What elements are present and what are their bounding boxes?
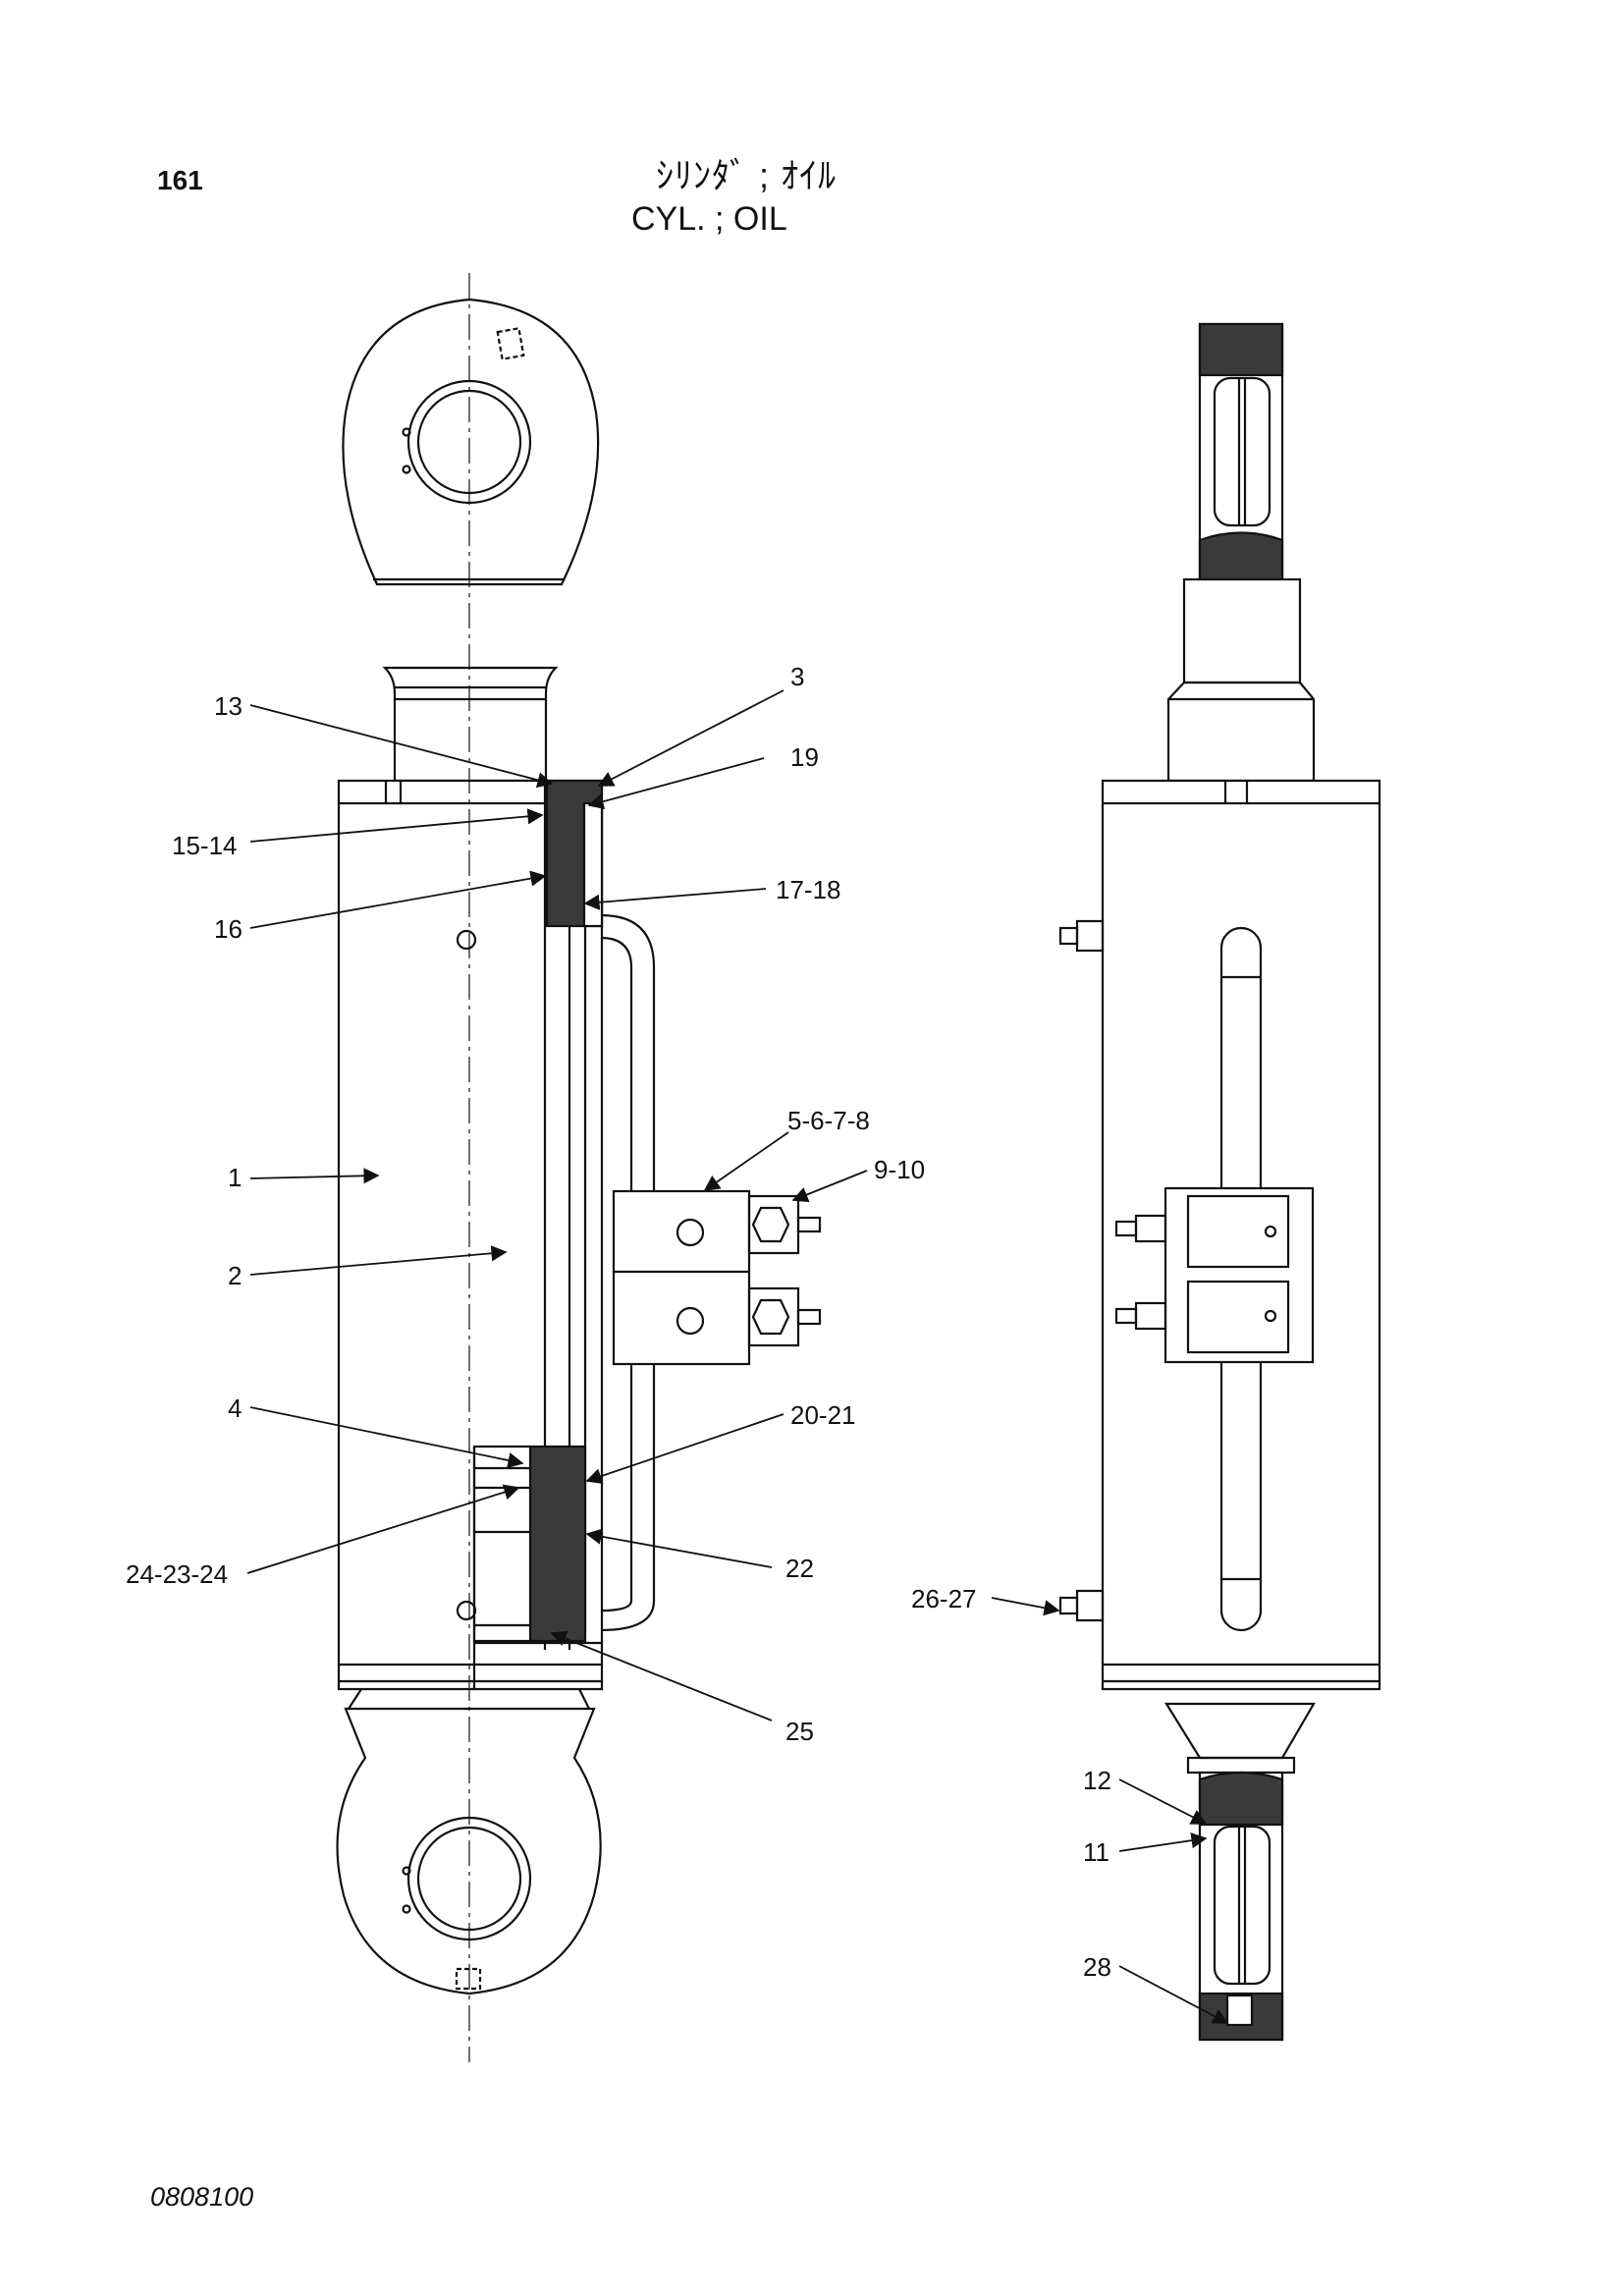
leader-13	[249, 704, 554, 789]
leader-3	[597, 689, 784, 787]
leader-4	[249, 1406, 524, 1468]
leader-1	[249, 1168, 380, 1184]
callout-28: 28	[1083, 1952, 1111, 1982]
leader-9-10	[791, 1170, 868, 1203]
callout-5-6-7-8: 5-6-7-8	[787, 1106, 870, 1135]
callout-16: 16	[214, 914, 243, 944]
leader-22	[585, 1528, 773, 1568]
callout-17-18: 17-18	[776, 875, 841, 904]
title-english: CYL. ; OIL	[631, 200, 787, 238]
piston-section	[528, 1445, 587, 1643]
callout-4: 4	[228, 1394, 242, 1423]
title-japanese: ｼﾘﾝﾀﾞ ; ｵｲﾙ	[656, 155, 838, 195]
leader-11	[1118, 1832, 1208, 1852]
valve-block	[612, 1189, 751, 1366]
callout-15-14: 15-14	[172, 831, 238, 860]
callout-3: 3	[790, 662, 804, 691]
leader-19	[587, 757, 765, 810]
callout-1: 1	[228, 1163, 242, 1192]
leader-12	[1118, 1778, 1208, 1825]
leader-lines	[246, 689, 1229, 2024]
callout-11: 11	[1083, 1837, 1109, 1867]
leader-15-14	[249, 808, 544, 843]
callout-25: 25	[785, 1717, 814, 1746]
leader-5-6-7-8	[703, 1131, 789, 1191]
leader-16	[249, 870, 547, 929]
leader-20-21	[585, 1413, 784, 1484]
page-number: 161	[157, 165, 203, 195]
callout-22: 22	[785, 1554, 814, 1583]
callout-12: 12	[1083, 1766, 1111, 1795]
callout-13: 13	[214, 691, 243, 721]
callout-labels: 13 15-14 16 3 19 17-18 1 2 5-6-7-8 9-10 …	[126, 662, 1111, 1982]
top-rod-eye	[342, 298, 600, 586]
callout-24-23-24: 24-23-24	[126, 1559, 228, 1589]
leader-2	[249, 1245, 508, 1276]
leader-25	[550, 1630, 773, 1722]
leader-17-18	[583, 888, 767, 910]
callout-2: 2	[228, 1261, 242, 1290]
leader-24-23-24	[246, 1484, 520, 1574]
callout-20-21: 20-21	[790, 1400, 856, 1430]
callout-9-10: 9-10	[874, 1155, 925, 1184]
front-view	[336, 273, 822, 2062]
leader-28	[1118, 1965, 1229, 2024]
callout-26-27: 26-27	[911, 1584, 977, 1613]
leader-26-27	[991, 1597, 1060, 1616]
callout-19: 19	[790, 742, 819, 772]
side-view	[1058, 322, 1381, 2042]
drawing-id: 0808100	[150, 2182, 254, 2212]
